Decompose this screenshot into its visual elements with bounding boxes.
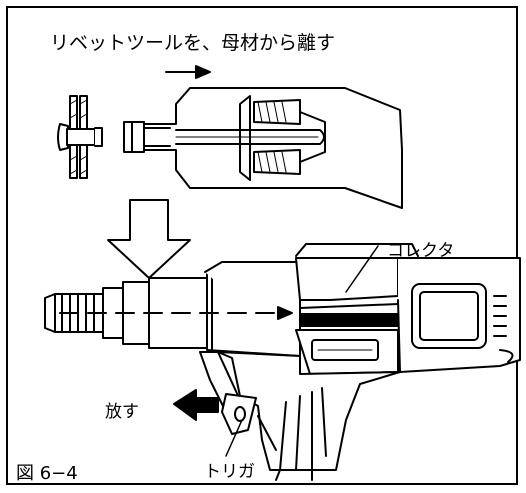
trigger-leader: [225, 419, 243, 457]
mandrel-dash-line: [59, 306, 293, 320]
release-arrow: [173, 389, 219, 421]
release-label: 放す: [105, 402, 139, 422]
transition-arrow: [107, 199, 191, 279]
collector-label: コレクタ: [387, 241, 455, 261]
nose-housing-detail: [123, 87, 403, 209]
trigger-label: トリガ: [204, 462, 255, 482]
instruction-label: リベットツールを、母材から離す: [50, 32, 336, 54]
pull-direction-arrow: [165, 65, 211, 79]
figure-number-label: 図 6−4: [16, 463, 78, 484]
collector-leader: [345, 245, 379, 293]
rivet-tool-body: [44, 243, 521, 481]
workpiece-and-rivet: [57, 95, 103, 179]
